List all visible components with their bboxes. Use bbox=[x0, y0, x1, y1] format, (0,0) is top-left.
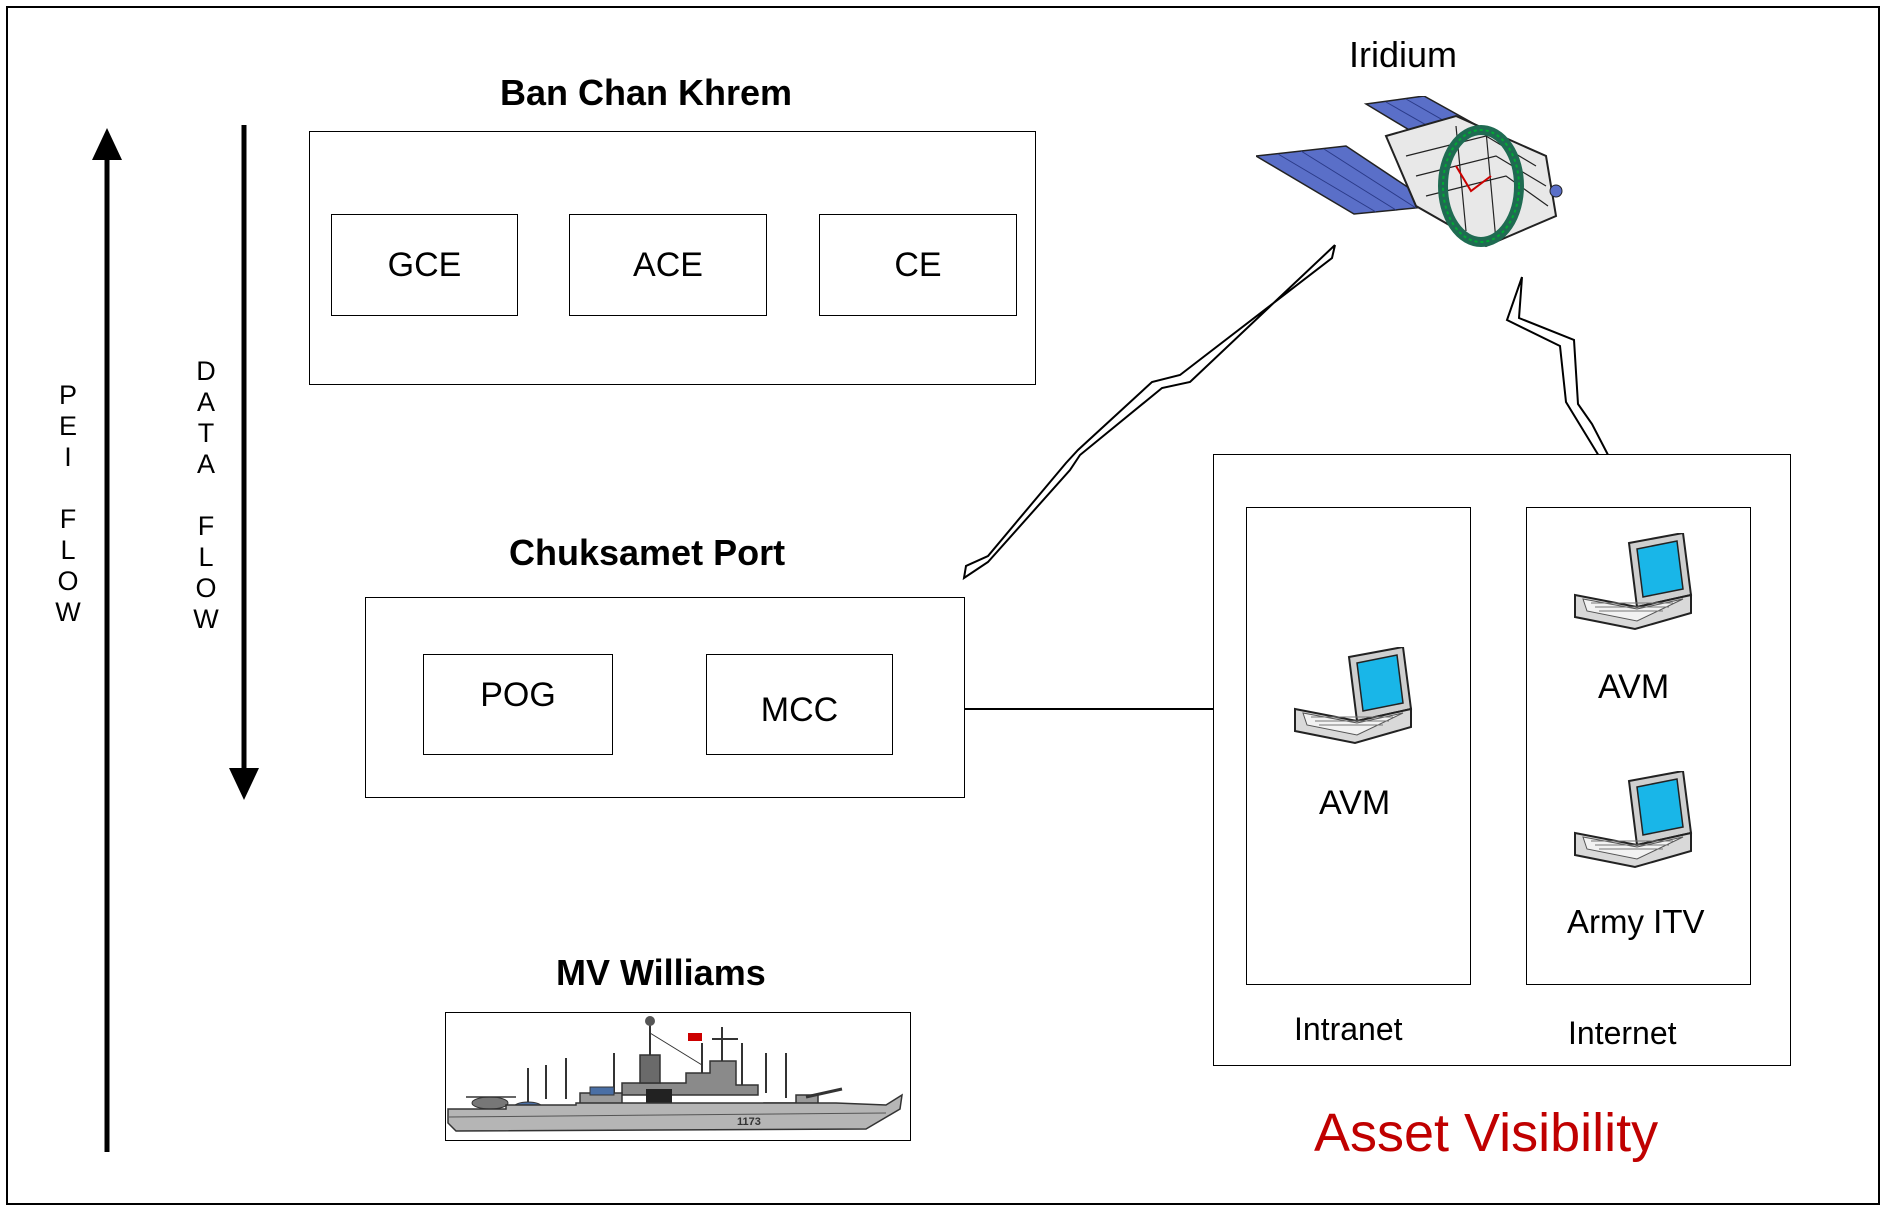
iridium-satellite-icon bbox=[1256, 96, 1563, 248]
intranet-label: Intranet bbox=[1294, 1011, 1403, 1047]
diagram-frame bbox=[6, 6, 1880, 1205]
asset-visibility-box: AVM AVM Army ITV Intranet Internet bbox=[1213, 454, 1791, 1066]
chuksamet-port-title: Chuksamet Port bbox=[509, 532, 786, 573]
ship-image: 1173 bbox=[447, 1016, 903, 1132]
mcc-box: MCC bbox=[706, 654, 893, 755]
pog-box: POG bbox=[423, 654, 613, 755]
data-flow-label: D A T A F L O W bbox=[193, 356, 219, 634]
gce-label: GCE bbox=[387, 245, 462, 284]
data-flow-arrowhead bbox=[229, 768, 259, 800]
laptop-icon bbox=[1574, 771, 1693, 869]
mv-williams-title: MV Williams bbox=[556, 952, 766, 993]
mv-williams-box: 1173 bbox=[445, 1012, 911, 1141]
internet-avm-label: AVM bbox=[1598, 668, 1670, 706]
ace-box: ACE bbox=[569, 214, 767, 316]
ce-label: CE bbox=[894, 245, 942, 284]
ce-box: CE bbox=[819, 214, 1017, 316]
laptop-icon bbox=[1574, 533, 1693, 631]
satcom-link-port bbox=[962, 244, 1336, 581]
pog-label: POG bbox=[480, 676, 556, 714]
ban-chan-khrem-title: Ban Chan Khrem bbox=[500, 72, 793, 113]
iridium-title: Iridium bbox=[1349, 34, 1458, 75]
pei-flow-label: P E I F L O W bbox=[55, 380, 81, 627]
intranet-avm-label: AVM bbox=[1319, 784, 1391, 822]
hull-number: 1173 bbox=[737, 1116, 761, 1128]
ban-chan-khrem-box: GCE ACE CE bbox=[309, 131, 1036, 385]
internet-label: Internet bbox=[1568, 1015, 1677, 1051]
chuksamet-port-box: POG MCC bbox=[365, 597, 965, 798]
intranet-panel: AVM bbox=[1246, 507, 1471, 985]
ace-label: ACE bbox=[633, 245, 703, 284]
mcc-label: MCC bbox=[760, 691, 839, 729]
internet-panel: AVM Army ITV bbox=[1526, 507, 1751, 985]
gce-box: GCE bbox=[331, 214, 518, 316]
pei-flow-arrowhead bbox=[92, 128, 122, 160]
asset-visibility-title: Asset Visibility bbox=[1314, 1103, 1659, 1163]
army-itv-label: Army ITV bbox=[1567, 903, 1705, 940]
laptop-icon bbox=[1294, 647, 1413, 745]
